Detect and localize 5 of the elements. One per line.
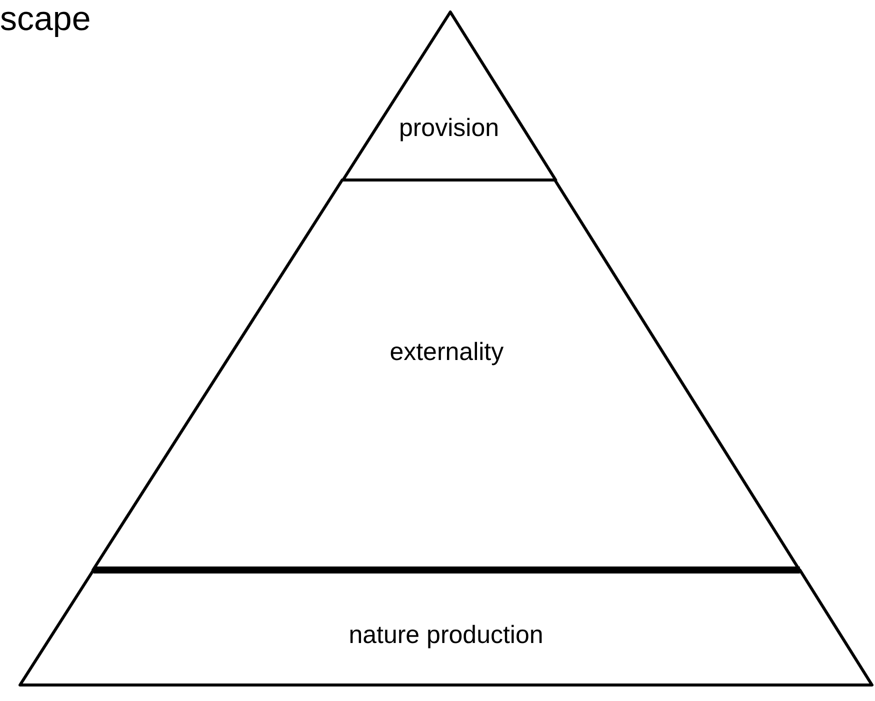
heading-text: scape (0, 2, 91, 36)
tier-label: provision (398, 113, 500, 143)
pyramid-tier (16, 566, 875, 689)
tier-label: nature production (348, 620, 544, 650)
tier-label: externality (390, 337, 504, 367)
